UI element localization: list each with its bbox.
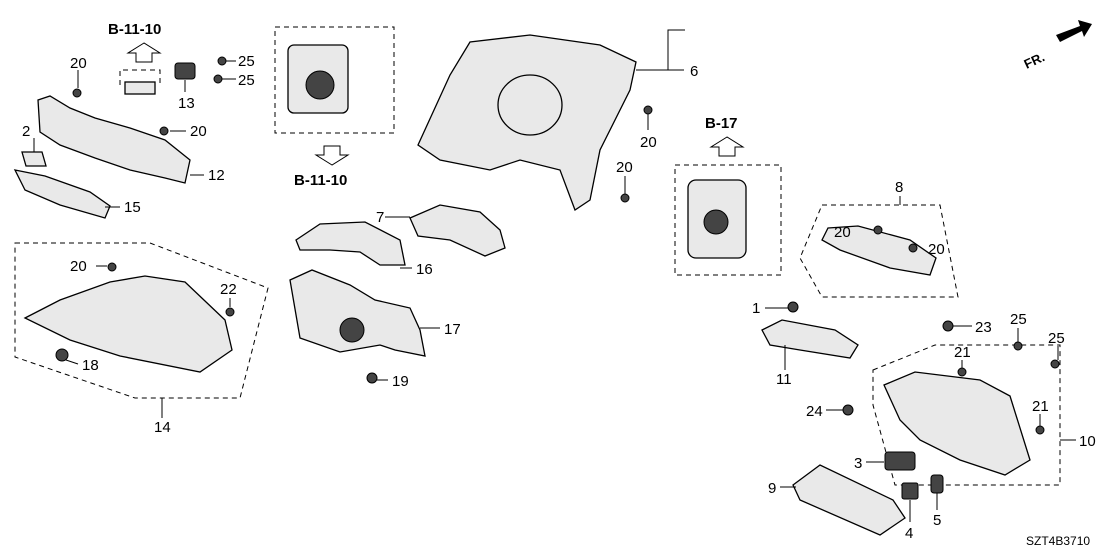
label-9: 9 xyxy=(768,480,776,497)
label-14: 14 xyxy=(154,419,171,436)
label-20-d: 20 xyxy=(640,134,657,151)
group-outline-10 xyxy=(872,344,1061,486)
clip-20-f xyxy=(873,225,883,235)
label-12: 12 xyxy=(208,167,225,184)
part-9-glove-box-lid xyxy=(792,464,906,536)
part-4-socket xyxy=(901,482,919,500)
label-17: 17 xyxy=(444,321,461,338)
screw-25-c xyxy=(1013,341,1023,351)
label-23: 23 xyxy=(975,319,992,336)
label-4: 4 xyxy=(905,525,913,542)
part-14-lower-panel xyxy=(23,275,233,373)
front-direction-label: FR. xyxy=(1022,49,1047,71)
label-21-a: 21 xyxy=(954,344,971,361)
label-20-a: 20 xyxy=(70,55,87,72)
label-7: 7 xyxy=(376,209,384,226)
label-11: 11 xyxy=(776,371,792,388)
label-13: 13 xyxy=(178,95,195,112)
label-20-b: 20 xyxy=(190,123,207,140)
part-2-sheet xyxy=(21,151,47,167)
clip-20-c xyxy=(107,262,117,272)
label-2: 2 xyxy=(22,123,30,140)
part-15-pocket xyxy=(13,169,111,219)
label-16: 16 xyxy=(416,261,433,278)
clip-20-g xyxy=(908,243,918,253)
label-5: 5 xyxy=(933,512,941,529)
clip-20-e xyxy=(620,193,630,203)
part-11-tray xyxy=(761,319,859,359)
ref-arrow-up-b17 xyxy=(709,136,745,157)
ref-b1110-top: B-11-10 xyxy=(108,21,161,38)
b17-switch-dial xyxy=(703,209,729,235)
clip-20-b xyxy=(159,126,169,136)
label-3: 3 xyxy=(854,455,862,472)
group-outline-meter-switch xyxy=(274,26,395,134)
label-24: 24 xyxy=(806,403,823,420)
clip-20-a xyxy=(72,88,82,98)
part-12-lower-cover xyxy=(37,95,191,184)
screw-19 xyxy=(366,372,378,384)
part-3-switch xyxy=(884,451,916,471)
clip-21-b xyxy=(1035,425,1045,435)
nut-23 xyxy=(942,320,954,332)
part-17-key-cylinder xyxy=(339,317,365,343)
part-7-bracket xyxy=(409,204,506,257)
label-25-d: 25 xyxy=(1048,330,1065,347)
ref-arrow-up-b1110 xyxy=(126,42,162,63)
part-13-switch xyxy=(174,62,196,80)
label-20-c: 20 xyxy=(70,258,87,275)
screw-25-a xyxy=(217,56,227,66)
label-21-b: 21 xyxy=(1032,398,1049,415)
leader-lines xyxy=(33,29,1076,522)
label-18: 18 xyxy=(82,357,99,374)
label-15: 15 xyxy=(124,199,141,216)
label-20-g: 20 xyxy=(928,241,945,258)
part-17-column-cover-lower xyxy=(289,269,426,357)
front-direction-arrow xyxy=(1056,20,1092,42)
group-outline-14 xyxy=(14,242,269,399)
label-8: 8 xyxy=(895,179,903,196)
label-25-a: 25 xyxy=(238,53,255,70)
label-6: 6 xyxy=(690,63,698,80)
part-13-bezel xyxy=(124,81,156,95)
ref-b1110-mid: B-11-10 xyxy=(294,172,347,189)
meter-switch-dial xyxy=(305,70,335,100)
part-6-gauge-ring xyxy=(497,74,563,136)
screw-25-b xyxy=(213,74,223,84)
screw-25-d xyxy=(1050,359,1060,369)
diagram-code: SZT4B3710 xyxy=(1026,534,1090,548)
label-25-c: 25 xyxy=(1010,311,1027,328)
group-outline-8 xyxy=(799,204,959,298)
part-number-labels: 20 2 13 25 25 20 12 15 20 22 18 14 7 16 … xyxy=(22,53,1096,542)
label-22: 22 xyxy=(220,281,237,298)
clip-1 xyxy=(787,301,799,313)
label-25-b: 25 xyxy=(238,72,255,89)
clip-18 xyxy=(55,348,69,362)
part-16-column-cover-upper xyxy=(295,221,406,266)
part-5-lamp xyxy=(930,474,944,494)
clip-20-d xyxy=(643,105,653,115)
ref-b17: B-17 xyxy=(705,115,738,132)
screw-24 xyxy=(842,404,854,416)
ref-arrow-down-b1110 xyxy=(314,145,350,166)
part-10-glove-box xyxy=(883,371,1031,476)
label-1: 1 xyxy=(752,300,760,317)
clip-22 xyxy=(225,307,235,317)
label-20-e: 20 xyxy=(616,159,633,176)
label-20-f: 20 xyxy=(834,224,851,241)
clip-21-a xyxy=(957,367,967,377)
label-19: 19 xyxy=(392,373,409,390)
label-10: 10 xyxy=(1079,433,1096,450)
